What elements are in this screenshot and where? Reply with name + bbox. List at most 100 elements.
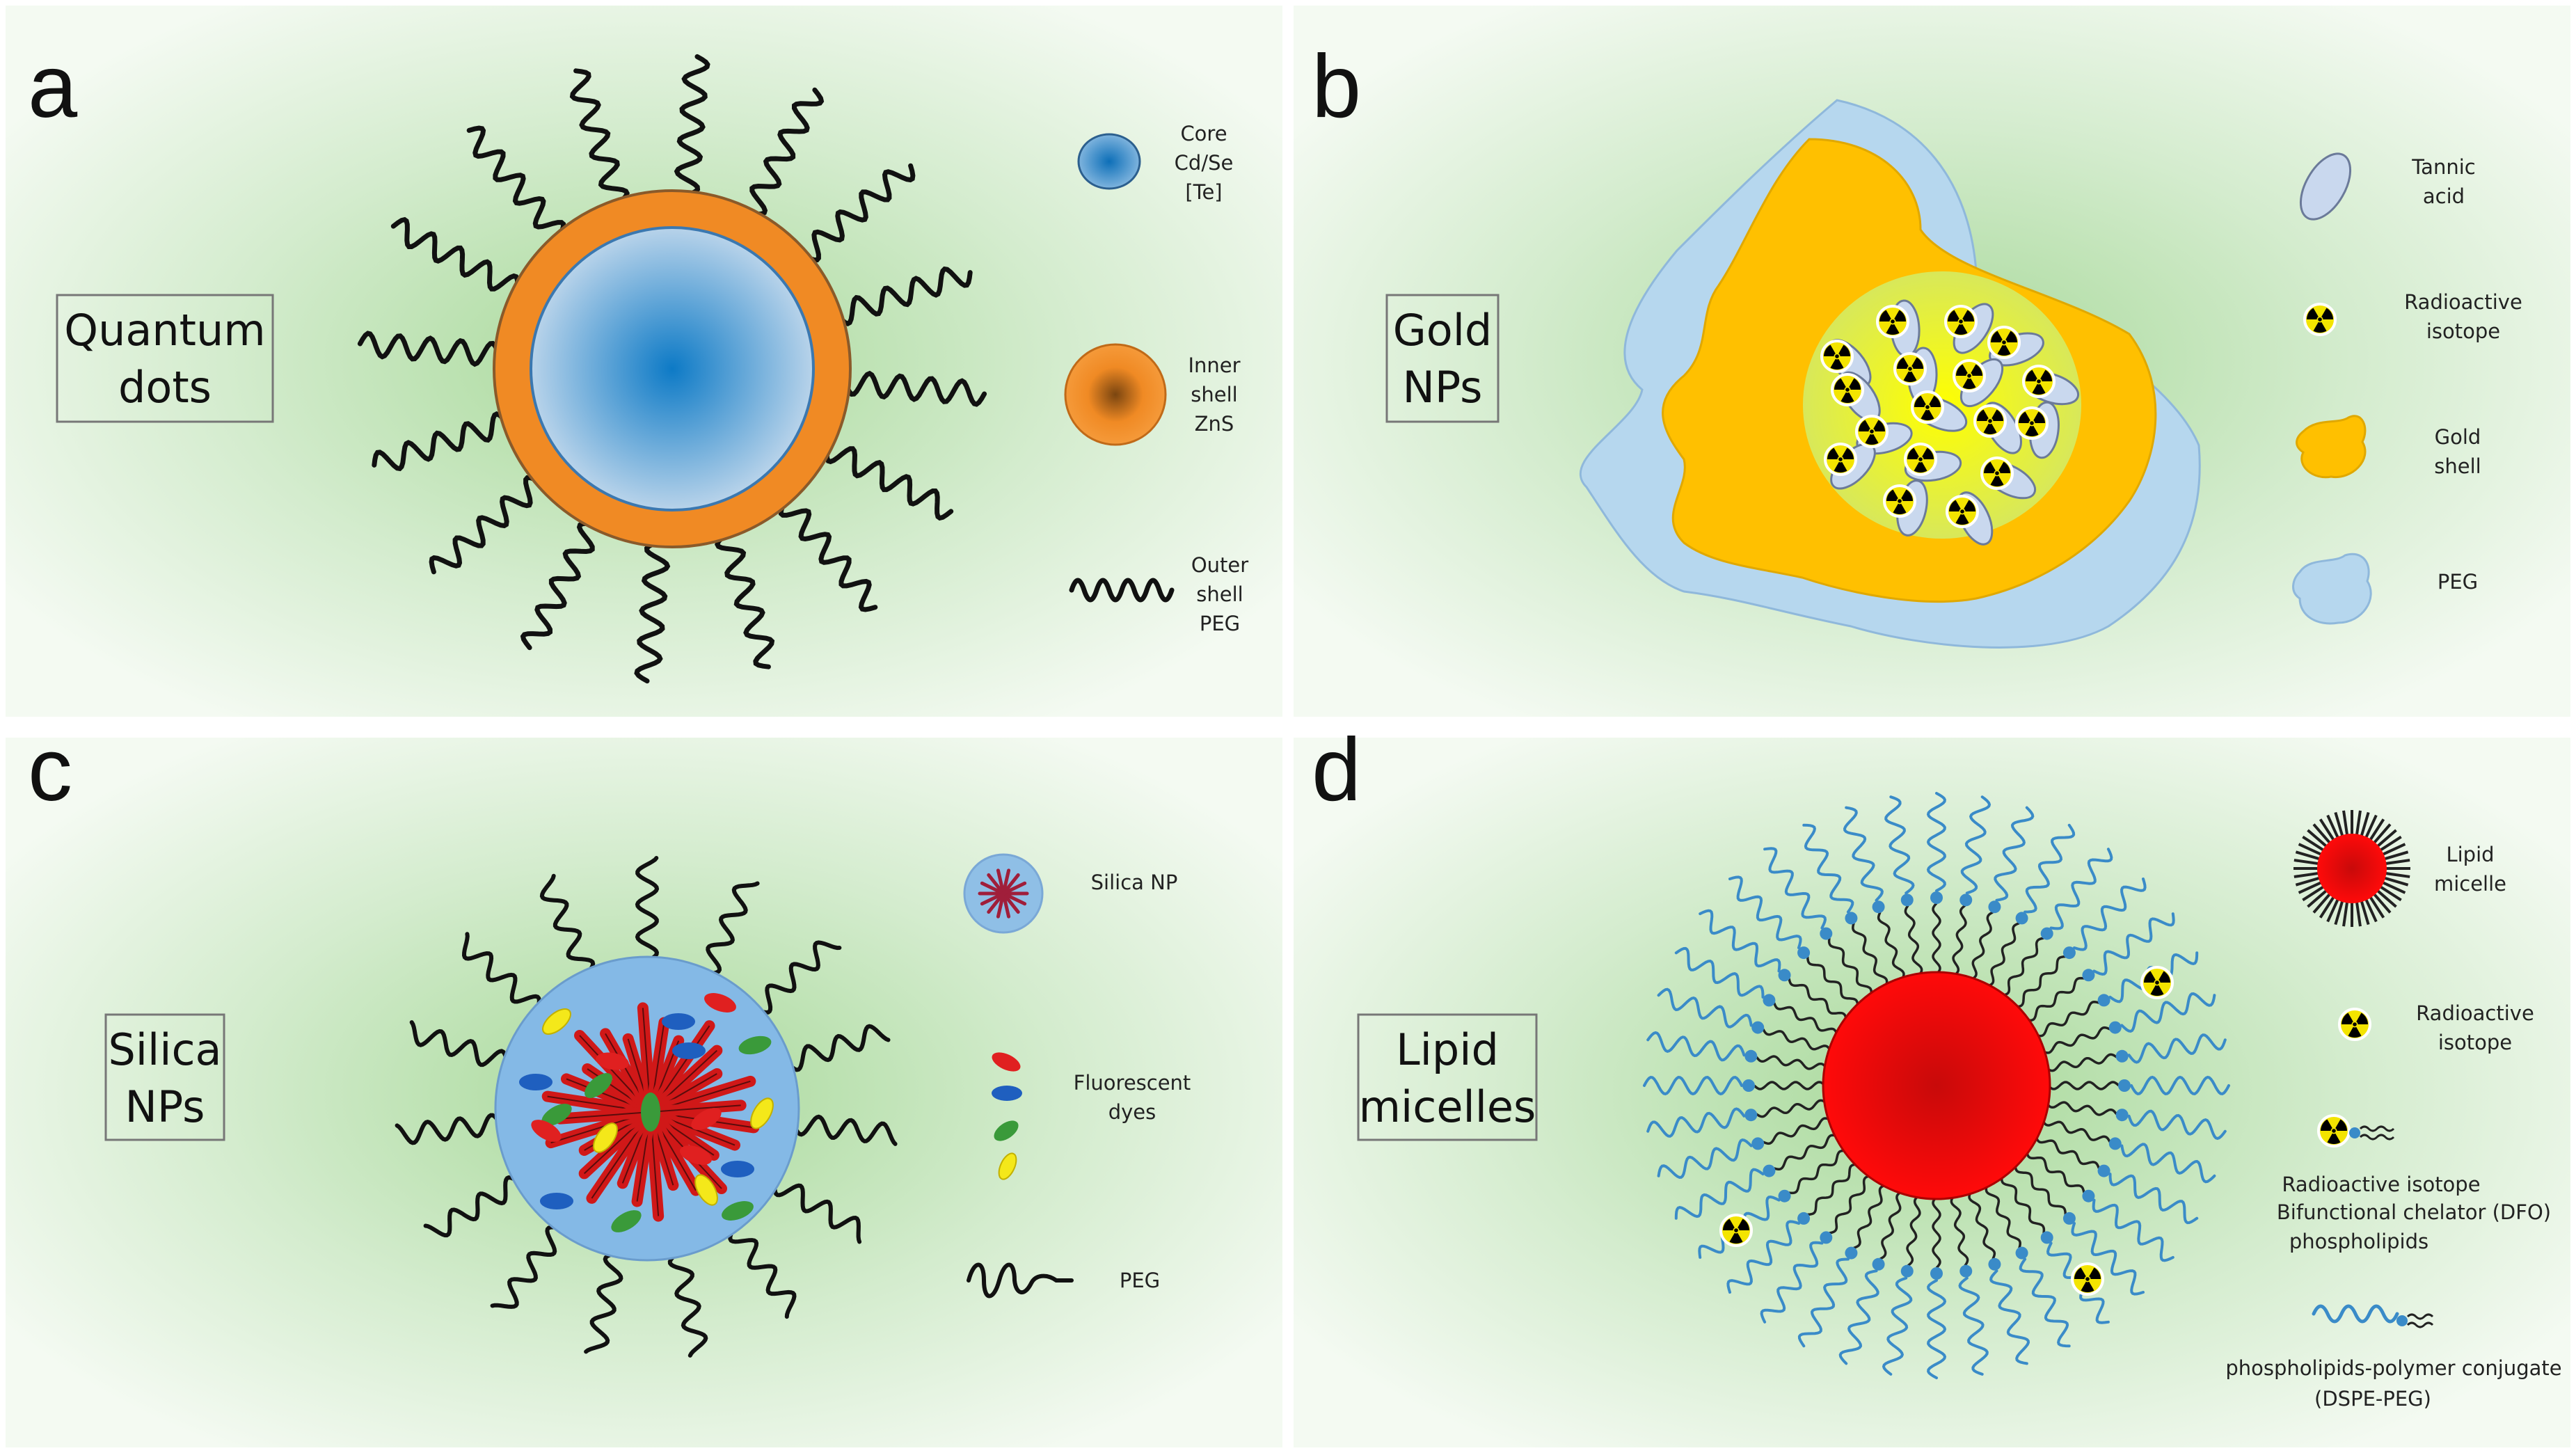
legend-micelle-tail — [2355, 901, 2362, 927]
peg-chain — [490, 1225, 563, 1309]
legend-b-tannic-acid-line-2: acid — [2423, 184, 2465, 208]
peg-chain — [634, 539, 671, 684]
lipid-head — [2108, 1137, 2122, 1150]
legend-micelle-tail — [2372, 823, 2392, 845]
peg-chain — [772, 1180, 862, 1244]
legend-micelle-tail — [2379, 835, 2402, 852]
fluorescent-dye — [694, 1174, 718, 1206]
legend-b-isotope-line-2: isotope — [2426, 319, 2500, 343]
legend-a-inner-shell-line-1: Inner — [1188, 354, 1240, 377]
lipid-head — [1797, 1212, 1811, 1225]
fluorescent-dye — [721, 1161, 754, 1177]
legend-micelle-tail — [2381, 843, 2406, 856]
peg-chain — [843, 370, 987, 407]
radioactive-isotope — [1973, 404, 2007, 438]
lipid-tail — [1788, 978, 1848, 1021]
legend-a-inner-shell-line-3: ZnS — [1195, 412, 1234, 436]
lipid-head — [2118, 1079, 2131, 1092]
peg-chain — [539, 873, 596, 976]
fluorescent-dye — [542, 1008, 571, 1035]
peg-chain — [429, 475, 543, 575]
legend-micelle-tail — [2385, 859, 2410, 866]
lipid-tail — [1807, 1163, 1858, 1216]
legend-d-chelator-bead-icon — [2349, 1127, 2360, 1138]
legend-micelle-tail — [2372, 892, 2392, 914]
fluorescent-dye — [541, 1104, 572, 1126]
peg-tail — [1657, 1138, 1753, 1180]
legend-a-core-line-2: Cd/Se — [1175, 151, 1234, 175]
lipid-tail — [2041, 1119, 2111, 1143]
legend-b-isotope-line-1: Radioactive — [2404, 290, 2522, 314]
fluorescent-dye — [750, 1097, 774, 1129]
legend-c-dye-blue-icon — [992, 1086, 1022, 1101]
lipid-head — [1742, 1079, 1755, 1092]
legend-d-chelator-line-1: Radioactive isotope — [2282, 1173, 2480, 1196]
lipid-head — [1820, 927, 1833, 940]
panel-d-title-line-1: Lipid — [1396, 1024, 1499, 1075]
fluorescent-dye — [540, 1193, 573, 1209]
peg-tail — [1802, 823, 1854, 914]
peg-tail — [2024, 823, 2076, 914]
lipid-head — [1959, 894, 1973, 907]
lipid-tail — [2046, 1053, 2117, 1072]
lipid-head — [2097, 994, 2110, 1007]
fluorescent-dye — [691, 1108, 722, 1130]
panel-d-title-line-2: micelles — [1359, 1081, 1536, 1132]
lipid-head — [1763, 994, 1776, 1007]
radioactive-isotope — [1944, 305, 1978, 338]
radioactive-isotope — [2071, 1262, 2104, 1296]
legend-b-tannic-acid-item: Tannic acid — [2299, 152, 2476, 221]
radioactive-isotope — [1911, 390, 1944, 424]
fluorescent-dye — [531, 1120, 562, 1142]
peg-tail — [1927, 1279, 1947, 1379]
legend-micelle-tail — [2364, 898, 2378, 923]
radioactive-isotope — [1904, 443, 1937, 476]
peg-chain — [667, 1250, 708, 1358]
legend-b-radioactive-icon — [2303, 303, 2337, 336]
peg-tail — [1674, 1168, 1765, 1220]
legend-micelle-tail — [2369, 818, 2385, 841]
fluorescent-dye — [680, 1145, 712, 1165]
fluorescent-dye — [704, 993, 736, 1013]
lipid-tail — [1852, 923, 1889, 987]
radioactive-isotope — [1824, 443, 1857, 476]
legend-a-core-line-1: Core — [1180, 122, 1227, 145]
legend-micelle-tail — [2342, 901, 2349, 927]
panel-b-letter: b — [1312, 37, 1361, 136]
peg-chain — [372, 411, 509, 472]
legend-d-conjugate-peg-icon — [2312, 1304, 2399, 1324]
lipid-tail — [1906, 1194, 1921, 1267]
peg-tail — [1763, 847, 1827, 930]
lipid-head — [1930, 891, 1943, 904]
legend-d-chelator-line-3: phospholipids — [2289, 1230, 2428, 1253]
fluorescent-dye — [738, 1035, 772, 1055]
lipid-tail — [2025, 1150, 2085, 1193]
legend-micelle-tail — [2298, 881, 2323, 894]
silica-center-dye — [641, 1093, 660, 1132]
lipid-tail — [1853, 1183, 1886, 1250]
peg-chain — [395, 1113, 503, 1145]
panel-a-letter: a — [28, 37, 78, 136]
peg-chain — [635, 856, 660, 963]
lipid-head — [1751, 1137, 1765, 1150]
lipid-head — [2062, 946, 2076, 960]
legend-micelle-tail — [2360, 900, 2370, 926]
lipid-tail — [1985, 1184, 2021, 1248]
legend-c-dye-yellow-icon — [998, 1152, 1017, 1180]
legend-d-radioactive-icon — [2338, 1008, 2371, 1041]
peg-chain — [461, 932, 541, 1013]
panel-c-title-line-1: Silica — [108, 1024, 221, 1075]
legend-c-silica-label: Silica NP — [1091, 871, 1178, 894]
panel-d-letter: d — [1312, 720, 1361, 820]
legend-c-dyes-line-2: dyes — [1108, 1100, 1156, 1124]
peg-chain — [466, 125, 566, 239]
peg-chain — [824, 445, 954, 521]
legend-d-conjugate-bead-icon — [2396, 1315, 2408, 1326]
peg-tail — [1646, 1031, 1746, 1062]
legend-d-conjugate-tail-icon — [2406, 1313, 2434, 1328]
legend-a-core-item: Core Cd/Se [Te] — [1077, 122, 1234, 204]
lipid-head — [1900, 894, 1914, 907]
peg-chain — [749, 87, 825, 217]
peg-chain — [791, 1114, 898, 1146]
radioactive-isotope — [2015, 406, 2049, 440]
